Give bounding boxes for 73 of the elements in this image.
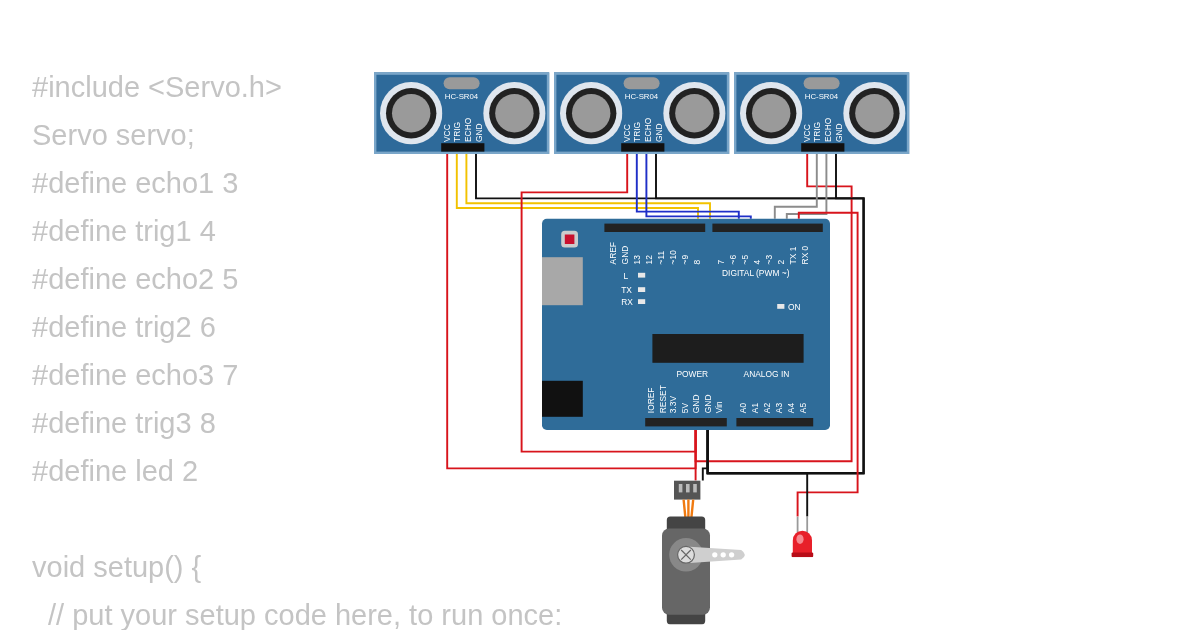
pin-label: IOREF <box>646 387 655 414</box>
wire <box>520 153 697 453</box>
wire <box>635 153 740 220</box>
pin-label: 4 <box>753 259 762 265</box>
pin-label: RX <box>621 298 633 307</box>
pin-label: 2 <box>777 259 786 265</box>
pin-label: ~9 <box>681 254 690 265</box>
wire <box>694 429 697 482</box>
pin-label: VCC <box>802 124 811 142</box>
pin-label: AREF <box>609 242 618 265</box>
code-line: #define trig3 8 <box>32 406 216 440</box>
pin-label: 12 <box>645 255 654 265</box>
pin-label: VCC <box>442 124 451 142</box>
pin-label: TX <box>621 286 632 295</box>
pin-label: A1 <box>750 402 760 414</box>
ultrasonic-sensor <box>374 72 550 154</box>
pin-label: ECHO <box>464 117 473 142</box>
pin-label: ~6 <box>729 254 738 265</box>
wire <box>796 211 859 518</box>
pin-label: VCC <box>622 124 631 142</box>
ultrasonic-sensor <box>554 72 730 154</box>
code-line: #define echo2 5 <box>32 262 239 296</box>
pin-label: GND <box>474 123 484 142</box>
pin-label: TRIG <box>633 121 642 142</box>
code-line: Servo servo; <box>32 118 195 152</box>
section-label: DIGITAL (PWM ~) <box>722 269 790 278</box>
pin-label: ~11 <box>657 250 666 265</box>
pin-label: GND <box>621 245 630 265</box>
pin-label: Vin <box>714 401 724 414</box>
code-line: #define trig1 4 <box>32 214 216 248</box>
wire <box>785 153 828 220</box>
pin-label: RX 0 <box>801 245 810 265</box>
pin-label: GND <box>692 394 701 414</box>
wire <box>694 153 853 463</box>
pin-label: ECHO <box>644 117 653 142</box>
pin-label: A2 <box>762 402 772 414</box>
wire <box>706 429 809 518</box>
pin-label: L <box>623 271 629 280</box>
code-line: #include <Servo.h> <box>32 70 282 104</box>
pin-label: 5V <box>680 402 689 414</box>
pin-label: ~5 <box>741 254 750 265</box>
pin-label: ON <box>788 302 801 312</box>
pin-label: ~3 <box>765 254 774 265</box>
pin-label: A0 <box>738 402 748 414</box>
ultrasonic-sensor <box>734 72 910 154</box>
wire <box>645 153 752 220</box>
pin-label: 3.3V <box>669 395 678 414</box>
pin-label: TX 1 <box>789 246 798 265</box>
pin-label: RESET <box>657 385 667 414</box>
pin-label: 13 <box>633 255 642 265</box>
wire <box>773 153 818 220</box>
pin-label: GND <box>654 123 664 142</box>
pin-label: ECHO <box>824 117 833 142</box>
code-line: #define echo3 7 <box>32 358 239 392</box>
pin-label: GND <box>703 394 712 414</box>
microcontroller-board <box>542 218 830 430</box>
pin-label: A5 <box>798 402 808 414</box>
code-line: #define echo1 3 <box>32 166 239 200</box>
pin-label: GND <box>834 123 844 142</box>
pin-label: ~10 <box>669 250 678 265</box>
pin-label: 8 <box>693 259 702 265</box>
wire <box>446 153 697 470</box>
led <box>790 516 815 558</box>
pin-label: A3 <box>774 402 784 414</box>
pin-label: 7 <box>717 259 726 265</box>
pin-label: TRIG <box>813 121 822 142</box>
section-label: ANALOG IN <box>743 370 790 379</box>
code-line: void setup() { <box>32 550 202 584</box>
section-label: POWER <box>676 370 709 379</box>
code-line: #define led 2 <box>32 454 199 488</box>
pin-label: TRIG <box>453 121 462 142</box>
pin-label: A4 <box>786 402 796 414</box>
code-line: #define trig2 6 <box>32 310 216 344</box>
